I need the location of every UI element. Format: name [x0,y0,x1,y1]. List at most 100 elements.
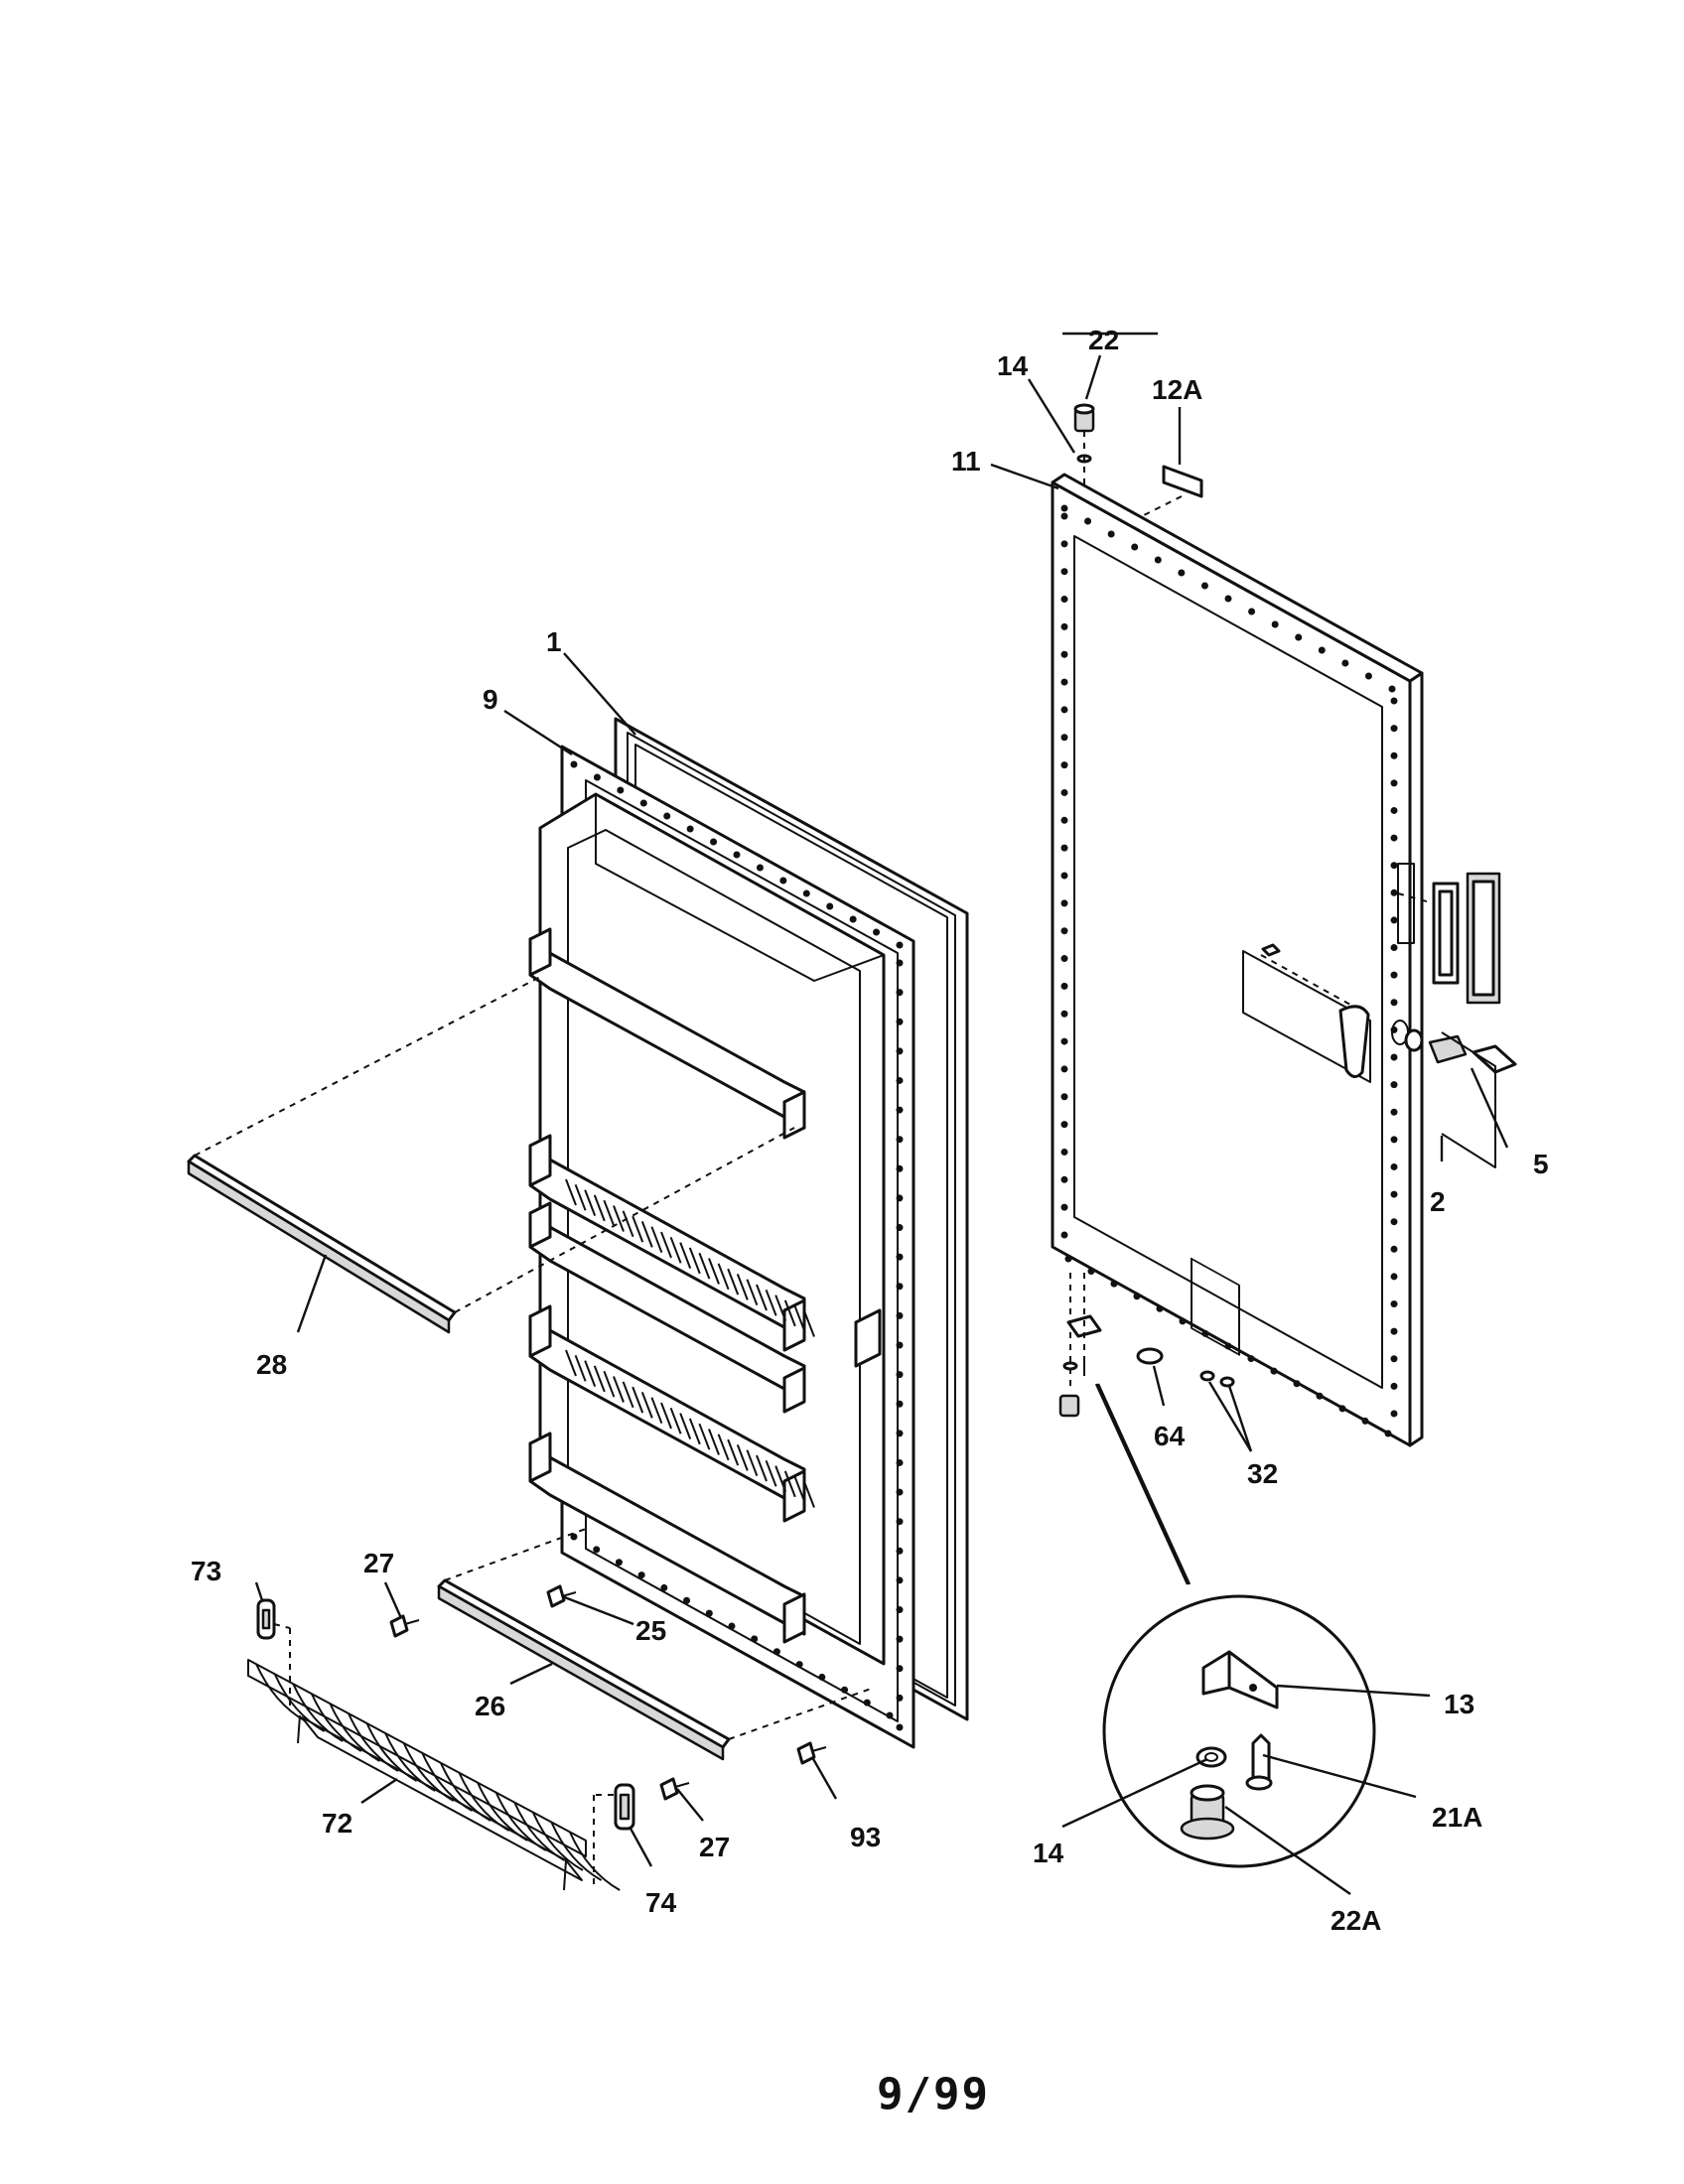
leader-lines [254,332,1509,1895]
screw-hole [1248,608,1256,615]
rack-bar [793,1304,806,1332]
callout-74: 74 [645,1887,677,1918]
screw-hole [1060,761,1068,769]
bottom-rail [437,1528,875,1761]
screw-hole [1338,1405,1346,1413]
screw-hole [896,959,904,967]
basket-wire [477,1782,528,1842]
screw-hole [1110,1280,1118,1288]
screw-hole [818,1673,826,1681]
screw-hole [1390,1190,1398,1198]
screw-hole [896,941,904,949]
screw-hole [1060,1175,1068,1183]
screw-hole [1341,659,1349,667]
screw-hole [615,1559,623,1567]
screw-hole [896,1194,904,1202]
rack-bar [632,1386,644,1414]
screw-hole [841,1686,849,1694]
screw-hole [1064,1255,1072,1263]
screw-hole [1390,1218,1398,1226]
screw-hole [1270,1367,1278,1375]
basket-wire [310,1693,362,1752]
screw-hole [896,1488,904,1496]
callout-22: 22 [1088,325,1119,355]
screw-hole [1390,1273,1398,1281]
screw-hole [1060,955,1068,963]
rack-bar [698,1423,711,1450]
screw-hole [1060,816,1068,824]
screw-hole [1060,1037,1068,1045]
screw-hole [570,760,578,768]
screw-hole [896,1430,904,1437]
basket-wire [440,1762,491,1822]
rack-bar [727,1268,740,1296]
basket-wire [569,1832,621,1891]
screw-hole [896,1665,904,1673]
rack-bar [803,1481,815,1508]
callout-21a: 21A [1432,1802,1482,1833]
screw-hole [1060,734,1068,742]
callout-28: 28 [256,1349,287,1380]
callout-93: 93 [850,1822,881,1852]
rack-bar [793,1475,806,1503]
rack-bar [593,1365,606,1393]
callout-14-detail: 14 [1033,1838,1064,1868]
screw-hole [896,1694,904,1702]
callout-1: 1 [546,626,562,657]
screw-hole [1060,1203,1068,1211]
screw-hole [1154,556,1162,564]
screw-hole [1390,1081,1398,1089]
screw-hole [1060,982,1068,990]
screw-hole [1084,517,1092,525]
screw-hole [1060,1065,1068,1073]
screw-hole [896,1047,904,1055]
screw-hole [1293,1380,1301,1388]
screw-hole [1390,1327,1398,1335]
screw-hole [683,1596,691,1604]
screw-hole [1178,569,1186,577]
rack-bar [669,1407,682,1434]
outer-door-panel [1051,473,1424,1447]
rack-bar [756,1284,768,1311]
screw-hole [896,1136,904,1144]
screw-hole [1390,1108,1398,1116]
screw-hole [637,1571,645,1579]
rack-bar [736,1274,749,1300]
rack-bar [708,1258,720,1285]
screw-hole [772,1648,780,1656]
screw-hole [733,851,741,859]
screw-hole [1060,504,1068,512]
screw-hole [1060,1148,1068,1156]
rack-bar [717,1263,730,1291]
screw-hole [1156,1304,1164,1312]
screw-hole [1060,622,1068,630]
screw-hole [896,1311,904,1319]
screw-hole [1388,685,1396,693]
rack-bar [698,1252,711,1280]
screw-hole [1390,834,1398,842]
screw-hole [1390,971,1398,979]
wire-basket [247,1659,621,1891]
screw-hole [705,1609,713,1617]
basket-wire [532,1812,584,1871]
screw-hole [1133,1293,1141,1300]
screw-hole [660,1583,668,1591]
callout-14-top: 14 [997,350,1029,381]
screw-hole [849,915,857,923]
screw-25 [546,1584,577,1608]
screw-hole [570,1533,578,1541]
basket-wire [550,1822,603,1881]
rack-bar [565,1178,577,1206]
screw-hole [1179,1317,1187,1325]
rack-bar [660,1402,672,1430]
screw-hole [896,1547,904,1555]
screw-hole [1131,543,1139,551]
callout-labels: 1 9 11 12A 14 22 2 5 28 64 32 27 73 25 2… [191,325,1549,1936]
screw-hole [896,1371,904,1379]
rack-bar [565,1349,577,1377]
detail-circle [1102,1594,1376,1868]
screw-hole [1390,999,1398,1007]
rack-bar [584,1189,597,1216]
screw-hole [1390,944,1398,952]
